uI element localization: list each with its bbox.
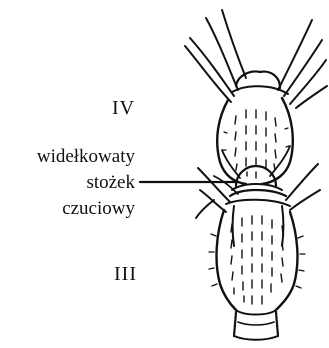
callout-line-1: widełkowaty — [37, 147, 135, 166]
segment-label-iv: IV — [112, 98, 135, 118]
sense-cone — [214, 146, 290, 194]
segment-iii — [209, 190, 305, 340]
callout-line-2: stożek — [86, 173, 135, 192]
segment-iv-setae — [185, 10, 327, 108]
callout-line-3: czuciowy — [62, 199, 135, 218]
segment-label-iii: III — [114, 264, 137, 284]
